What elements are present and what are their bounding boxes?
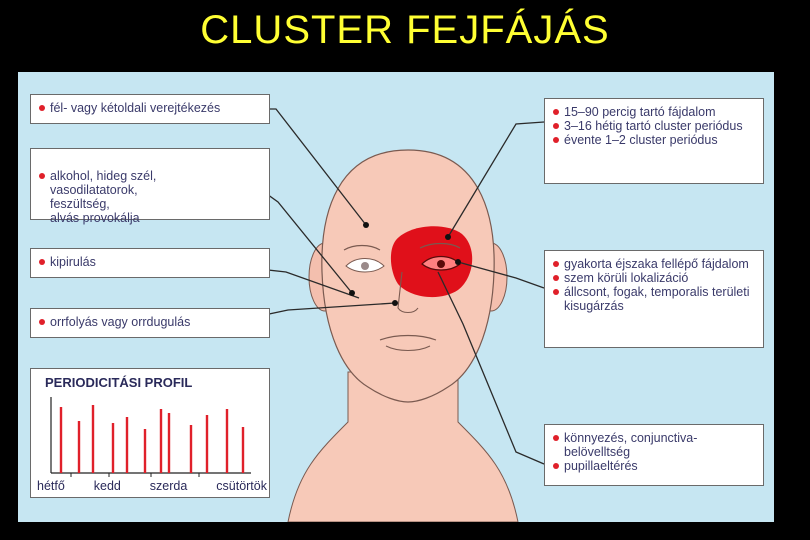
periodicity-chart [50, 397, 251, 477]
list-item: évente 1–2 cluster periódus [551, 133, 757, 147]
list-item: fél- vagy kétoldali verejtékezés [37, 101, 263, 115]
list-item: gyakorta éjszaka fellépő fájdalom [551, 257, 757, 271]
symptom-box-flushing: kipirulás [30, 248, 270, 278]
list-item: pupillaeltérés [551, 459, 757, 473]
symptom-box-sweating: fél- vagy kétoldali verejtékezés [30, 94, 270, 124]
list-item: könnyezés, conjunctiva-belövelltség [551, 431, 757, 459]
list-item: kipirulás [37, 255, 263, 269]
head-illustration [249, 108, 545, 522]
attack-spikes [59, 405, 245, 473]
list-item: szem körüli lokalizáció [551, 271, 757, 285]
day-label: kedd [93, 479, 121, 493]
list-item: állcsont, fogak, temporalis területi kis… [551, 285, 757, 313]
list-item: orrfolyás vagy orrdugulás [37, 315, 263, 329]
symptom-box-triggers: alkohol, hideg szél, vasodilatatorok, fe… [30, 148, 270, 225]
profile-title: PERIODICITÁSI PROFIL [45, 375, 193, 390]
list-item: alkohol, hideg szél, vasodilatatorok, fe… [37, 169, 263, 225]
symptom-box-duration: 15–90 percig tartó fájdalom 3–16 hétig t… [544, 98, 764, 184]
periodicity-profile: PERIODICITÁSI PROFIL [30, 368, 270, 498]
list-item: 15–90 percig tartó fájdalom [551, 105, 757, 119]
symptom-box-pain: gyakorta éjszaka fellépő fájdalom szem k… [544, 250, 764, 348]
day-label: szerda [149, 479, 188, 493]
list-item: 3–16 hétig tartó cluster periódus [551, 119, 757, 133]
symptom-box-nasal: orrfolyás vagy orrdugulás [30, 308, 270, 338]
symptom-box-eye: könnyezés, conjunctiva-belövelltség pupi… [544, 424, 764, 486]
illustration-panel: fél- vagy kétoldali verejtékezés alkohol… [18, 72, 774, 522]
day-axis: hétfő kedd szerda csütörtök [37, 479, 267, 493]
day-label: csütörtök [216, 479, 267, 493]
day-label: hétfő [37, 479, 65, 493]
page-title: CLUSTER FEJFÁJÁS [200, 8, 610, 52]
neck-shape [287, 371, 519, 522]
